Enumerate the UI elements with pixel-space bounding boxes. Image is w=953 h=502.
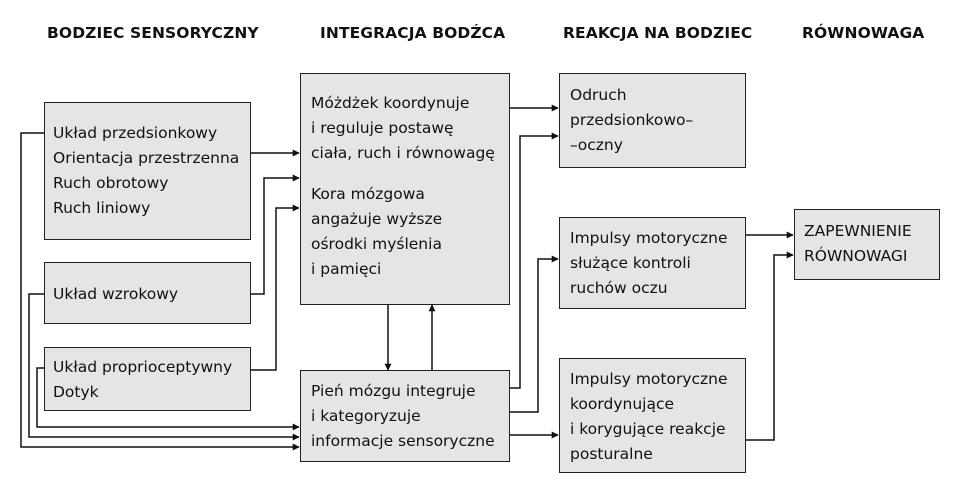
box-vestibulo-ocular-reflex: Odruch przedsionkowo– –oczny [559, 73, 746, 168]
cerebellum-line: Móżdżek koordynuje [311, 94, 470, 112]
brainstem-line: i kategoryzuje [311, 407, 421, 425]
proprioceptive-line: Układ proprioceptywny [53, 358, 233, 376]
eye-motor-line: Impulsy motoryczne [570, 229, 728, 247]
header-reaction: REAKCJA NA BODZIEC [563, 24, 753, 42]
box-brainstem: Pień mózgu integruje i kategoryzuje info… [300, 370, 510, 462]
cortex-line: ośrodki myślenia [311, 235, 442, 253]
arrow-proprioceptive-to-cortex [251, 204, 300, 371]
box-eye-motor-impulses: Impulsy motoryczne służące kontroli ruch… [559, 217, 746, 309]
header-stimulus: BODZIEC SENSORYCZNY [47, 24, 259, 42]
postural-line: koordynujące [570, 395, 675, 413]
vestibular-line: Orientacja przestrzenna [53, 149, 240, 167]
vestibular-line: Ruch liniowy [53, 199, 151, 217]
header-integration: INTEGRACJA BODŹCA [320, 24, 506, 42]
arrow-visual-to-cortex [251, 174, 300, 295]
arrow-postural-to-outcome [746, 251, 794, 441]
proprioceptive-line: Dotyk [53, 383, 99, 401]
box-vestibular-system: Układ przedsionkowy Orientacja przestrze… [44, 102, 251, 240]
box-visual-system: Układ wzrokowy [44, 262, 251, 324]
arrow-brainstem-to-reflex [510, 132, 559, 389]
cerebellum-line: i reguluje postawę [311, 119, 454, 137]
box-ensure-balance: ZAPEWNIENIE RÓWNOWAGI [794, 209, 940, 280]
arrow-visual-to-brainstem [28, 293, 300, 441]
outcome-line: RÓWNOWAGI [804, 247, 908, 265]
cortex-line: angażuje wyższe [311, 210, 443, 228]
box-postural-impulses: Impulsy motoryczne koordynujące i korygu… [559, 358, 746, 473]
eye-motor-line: służące kontroli [570, 254, 691, 272]
visual-line: Układ wzrokowy [53, 285, 179, 303]
vestibular-line: Ruch obrotowy [53, 174, 169, 192]
cortex-line: i pamięci [311, 260, 382, 278]
reflex-line: –oczny [570, 136, 623, 154]
brainstem-line: Pień mózgu integruje [311, 382, 476, 400]
header-balance: RÓWNOWAGA [802, 24, 925, 42]
reflex-line: przedsionkowo– [570, 111, 694, 129]
box-proprioceptive-system: Układ proprioceptywny Dotyk [44, 347, 251, 411]
box-cerebellum-cortex: Móżdżek koordynuje i reguluje postawę ci… [300, 73, 510, 305]
arrow-brainstem-to-eye-motor [510, 255, 559, 413]
postural-line: i korygujące reakcje [570, 420, 726, 438]
cerebellum-line: ciała, ruch i równowagę [311, 144, 495, 162]
postural-line: posturalne [570, 445, 653, 463]
vestibular-line: Układ przedsionkowy [53, 124, 218, 142]
cortex-line: Kora mózgowa [311, 185, 425, 203]
postural-line: Impulsy motoryczne [570, 370, 728, 388]
arrow-proprioceptive-to-brainstem [36, 367, 300, 431]
brainstem-line: informacje sensoryczne [311, 432, 495, 450]
arrow-vestibular-to-brainstem [20, 132, 300, 451]
eye-motor-line: ruchów oczu [570, 279, 668, 297]
reflex-line: Odruch [570, 86, 627, 104]
outcome-line: ZAPEWNIENIE [804, 222, 912, 240]
